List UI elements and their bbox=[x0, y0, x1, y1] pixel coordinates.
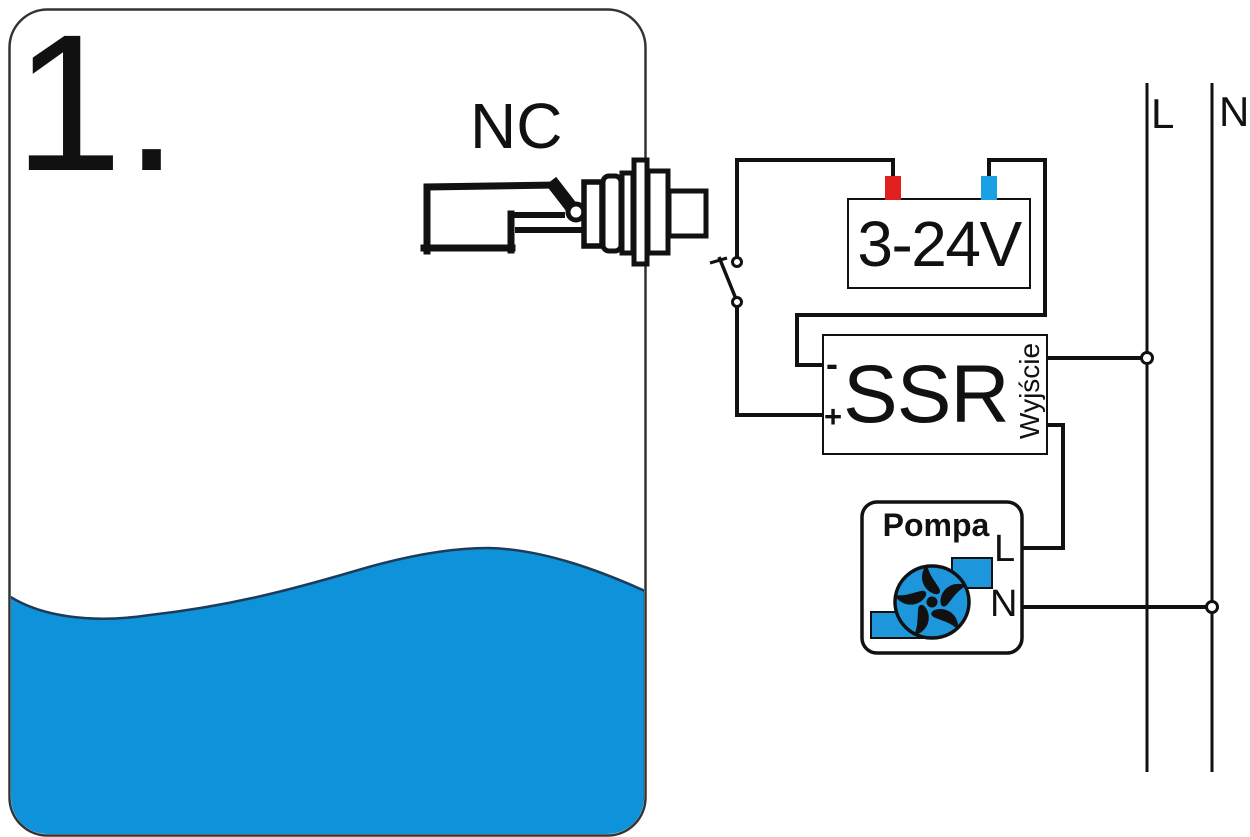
mains-live-label: L bbox=[1151, 90, 1175, 137]
pump-label: Pompa bbox=[882, 507, 990, 543]
wire-switch-to-ssr-plus bbox=[735, 305, 824, 417]
red-terminal bbox=[885, 176, 901, 200]
ssr-label: SSR bbox=[843, 348, 1010, 440]
water bbox=[11, 546, 644, 834]
step-number: 1. bbox=[14, 0, 181, 212]
power-supply-label: 3-24V bbox=[857, 207, 1022, 280]
pump-icon bbox=[870, 557, 993, 640]
mains-neutral-label: N bbox=[1219, 88, 1250, 135]
wire-ssr-output-to-pump-live bbox=[1021, 423, 1065, 550]
impeller-icon bbox=[892, 564, 971, 639]
sensor-mode-label: NC bbox=[470, 90, 563, 162]
junction-dot-live bbox=[1140, 351, 1154, 365]
ssr-minus-terminal-label: - bbox=[826, 343, 838, 384]
ssr-output-label: Wyjście bbox=[1014, 342, 1045, 440]
pump-live-terminal-label: L bbox=[994, 528, 1016, 570]
pump-neutral-terminal-label: N bbox=[990, 583, 1018, 625]
wire-blue-terminal-to-ssr-minus bbox=[795, 158, 1047, 367]
ssr-plus-terminal-label: + bbox=[823, 399, 843, 434]
power-supply-box bbox=[847, 198, 1031, 289]
switch-contact-icon bbox=[709, 256, 743, 308]
blue-terminal bbox=[981, 176, 997, 200]
ssr-box bbox=[822, 334, 1048, 455]
wire-switch-to-red-terminal bbox=[735, 158, 895, 259]
junction-dot-neutral bbox=[1205, 600, 1219, 614]
float-switch-icon bbox=[420, 157, 709, 267]
